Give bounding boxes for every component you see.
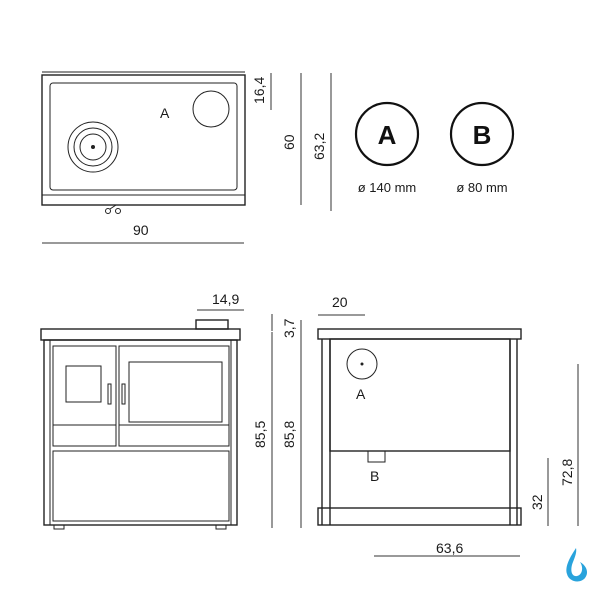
water-drop-logo-icon xyxy=(566,548,588,582)
legend-b-circle xyxy=(449,101,515,167)
side-label-b: B xyxy=(370,468,379,484)
firebox-door xyxy=(52,345,117,447)
side-label-a: A xyxy=(356,386,366,402)
oven-handle xyxy=(121,383,126,405)
top-view: A 90 16,4 60 63,2 xyxy=(41,71,332,244)
oven-window xyxy=(128,361,223,423)
legend-a-letter: A xyxy=(378,120,397,150)
dim-top: 3,7 xyxy=(281,318,297,338)
front-view: 14,9 3,7 85,5 85,8 xyxy=(40,291,302,530)
hob-rings xyxy=(67,121,119,173)
legend: A ø 140 mm B ø 80 mm xyxy=(354,101,515,195)
dim-depth: 60 xyxy=(281,134,297,150)
legend-a-circle xyxy=(354,101,420,167)
flue-stub xyxy=(195,319,229,330)
ash-tool-icon xyxy=(105,204,121,214)
side-body xyxy=(329,338,511,452)
dim-a-height: 72,8 xyxy=(559,459,575,486)
dim-width: 90 xyxy=(133,222,149,238)
cooktop-plate xyxy=(49,82,238,191)
dim-side-depth: 63,6 xyxy=(436,540,463,556)
foot-right xyxy=(215,524,227,530)
dim-height: 85,5 xyxy=(252,421,268,448)
legend-b-letter: B xyxy=(473,120,492,150)
cooker-body xyxy=(43,339,238,526)
oven-door xyxy=(118,345,230,447)
hob-plate-b xyxy=(192,90,230,128)
side-outlet-b xyxy=(367,450,386,463)
dim-height-total: 85,8 xyxy=(281,421,297,448)
side-view: A B 20 63,6 32 72,8 xyxy=(317,294,579,557)
legend-a-size: ø 140 mm xyxy=(358,180,417,195)
legend-b-size: ø 80 mm xyxy=(456,180,507,195)
storage-drawer xyxy=(52,450,230,522)
side-base xyxy=(317,507,522,526)
dim-flue: 14,9 xyxy=(212,291,239,307)
cooktop-outline xyxy=(41,74,246,206)
cooktop-front xyxy=(40,328,241,341)
dim-depth-total: 63,2 xyxy=(311,133,327,160)
side-outlet-a xyxy=(346,348,378,380)
firebox-handle xyxy=(107,383,112,405)
dim-back: 16,4 xyxy=(251,77,267,104)
dim-b-height: 32 xyxy=(529,494,545,510)
top-label-a: A xyxy=(160,105,170,121)
foot-left xyxy=(53,524,65,530)
firebox-window xyxy=(65,365,102,403)
dim-flue-offset: 20 xyxy=(332,294,348,310)
side-cooktop xyxy=(317,328,522,340)
